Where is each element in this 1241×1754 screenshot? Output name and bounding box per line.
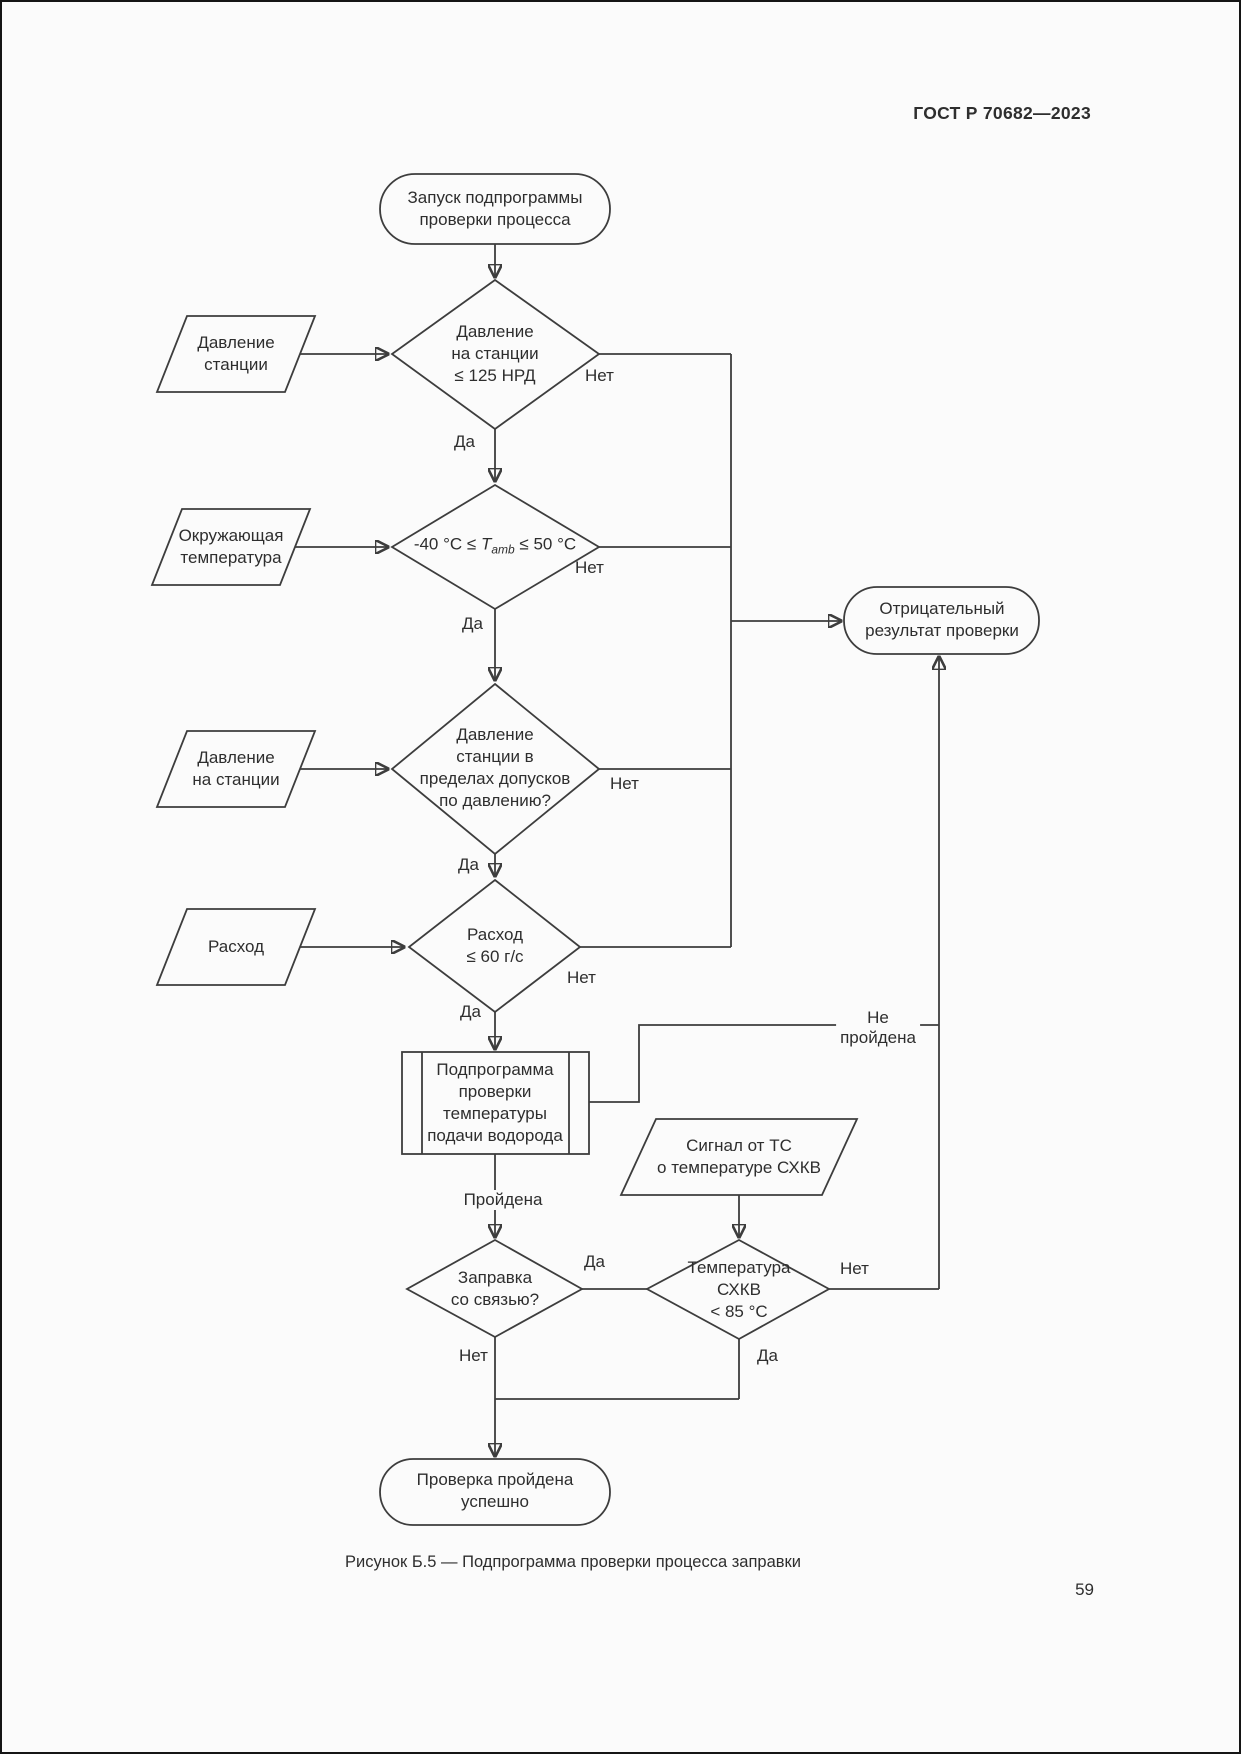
- start-label: Запуск подпрограммы проверки процесса: [407, 188, 583, 229]
- ambient-suffix: ≤ 50 °C: [514, 534, 577, 554]
- subroutine-passed-label: Пройдена: [459, 1190, 547, 1210]
- decision-ambient-range-diamond: [390, 483, 601, 611]
- decision-tank-temperature-label: Температура СХКВ < 85 °C: [687, 1258, 791, 1321]
- ambient-variable: T: [480, 534, 492, 554]
- decision-comm-fueling-diamond: [405, 1238, 584, 1339]
- d1-yes-label: Да: [454, 432, 475, 451]
- start-terminator: [379, 173, 611, 245]
- success-label: Проверка пройдена успешно: [416, 1470, 574, 1511]
- decision-flow-limit-label: Расход ≤ 60 г/с: [466, 925, 524, 966]
- standard-header: ГОСТ Р 70682—2023: [913, 103, 1091, 123]
- d5-no-label: Нет: [459, 1346, 488, 1365]
- input-station-pressure-label: Давление станции: [197, 333, 275, 374]
- d6-yes-label: Да: [757, 1346, 778, 1365]
- edge-subroutine-not-passed: [589, 1024, 939, 1103]
- d6-no-label: Нет: [840, 1259, 869, 1278]
- input-vehicle-signal-label: Сигнал от ТС о температуре СХКВ: [657, 1136, 821, 1177]
- input-vehicle-signal-parallelogram: [619, 1118, 859, 1196]
- d2-no-label: Нет: [575, 558, 604, 577]
- d4-no-label: Нет: [567, 968, 596, 987]
- input-flow-rate-parallelogram: [155, 908, 317, 986]
- d3-no-label: Нет: [610, 774, 639, 793]
- page-number: 59: [1075, 1580, 1094, 1599]
- d3-yes-label: Да: [458, 855, 479, 874]
- success-terminator: [379, 1458, 611, 1526]
- ambient-prefix: -40 °C ≤: [413, 534, 481, 554]
- figure-caption: Рисунок Б.5 — Подпрограмма проверки проц…: [345, 1553, 801, 1571]
- decision-flow-limit-diamond: [407, 878, 582, 1014]
- d1-no-label: Нет: [585, 366, 614, 385]
- input-flow-rate-label: Расход: [207, 937, 265, 956]
- decision-pressure-tolerance-label: Давление станции в пределах допусков по …: [419, 725, 571, 810]
- decision-pressure-limit-diamond: [390, 278, 601, 431]
- subroutine-label: Подпрограмма проверки температуры подачи…: [427, 1060, 563, 1145]
- input-ambient-temperature-label: Окружающая температура: [178, 526, 284, 567]
- subroutine-box: [401, 1051, 590, 1155]
- negative-result-label: Отрицательный результат проверки: [865, 599, 1019, 640]
- decision-pressure-tolerance-diamond: [390, 682, 601, 856]
- decision-ambient-range-label: -40 °C ≤ Tamb ≤ 50 °C: [414, 534, 576, 561]
- decision-pressure-limit-label: Давление на станции ≤ 125 НРД: [451, 322, 539, 385]
- decision-comm-fueling-label: Заправка со связью?: [450, 1268, 540, 1309]
- input-ambient-temperature-parallelogram: [150, 508, 312, 586]
- negative-result-terminator: [843, 586, 1040, 655]
- d2-yes-label: Да: [462, 614, 483, 633]
- ambient-subscript: amb: [491, 542, 515, 557]
- input-station-pressure2-parallelogram: [155, 730, 317, 808]
- flow-edges: [295, 244, 939, 1456]
- input-station-pressure-parallelogram: [155, 315, 317, 393]
- d4-yes-label: Да: [460, 1002, 481, 1021]
- d5-yes-label: Да: [584, 1252, 605, 1271]
- input-station-pressure2-label: Давление на станции: [192, 748, 280, 789]
- subroutine-not-passed-label: Не пройдена: [836, 1008, 920, 1048]
- decision-tank-temperature-diamond: [645, 1238, 831, 1341]
